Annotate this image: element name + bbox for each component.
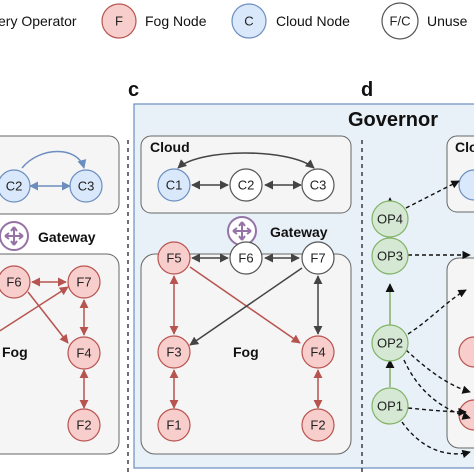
panel-c-node-f3 [157,335,191,369]
panel-b-node-f7 [67,265,101,299]
panel-c-node-f3-label: F3 [166,345,181,360]
panel-c-node-f5-label: F5 [166,251,181,266]
panel-b-edge-c2-c3 [21,150,87,169]
panel-d-map-op2-b [405,349,471,394]
gateway-icon [0,221,29,251]
panel-b-node-f4-label: F4 [76,346,91,361]
panel-d-map-op1-b [401,421,471,459]
panel-c-node-f6-label: F6 [238,251,253,266]
panel-d-node-op2-label: OP2 [377,336,403,351]
panel-c-node-c3 [301,168,335,202]
panel-c-node-f4 [301,335,335,369]
gateway-icon [227,216,257,246]
panel-d-node-op2 [371,324,409,362]
panel-c-node-f7 [301,241,335,275]
panel-b: C2 C3 Gateway F6 F7 F4 F2 Fog [0,135,120,455]
panel-b-node-c2 [0,169,31,203]
panel-d-node-op4 [371,200,409,238]
panel-b-node-f7-label: F7 [76,275,91,290]
panel-c-node-c2 [229,168,263,202]
panel-c-node-f4-label: F4 [310,345,325,360]
legend-fog-label: Fog Node [145,13,207,29]
panel-b-fog-group [0,253,120,455]
panel-c-node-f6 [229,241,263,275]
panel-b-node-c3 [69,169,103,203]
panel-d: d Clo OP4 OP3 OP2 OP1 [361,79,474,459]
governor-title: Governor [348,109,438,131]
panel-c-gateway-label: Gateway [270,224,328,240]
panel-b-node-f6 [0,265,31,299]
panel-c: c Governor Cloud C1 C2 C3 Gateway F5 F6 [128,79,474,469]
panel-c-node-c1 [157,168,191,202]
panel-d-node-op1-label: OP1 [377,399,403,414]
panel-c-edge-c1-c3 [177,152,315,169]
legend-unused-label: Unuse [427,13,468,29]
panel-c-fog-label: Fog [233,344,259,360]
panel-d-map-op2-a [407,289,467,335]
panel-c-node-f5 [157,241,191,275]
panel-b-node-f2 [67,408,101,442]
panel-d-cloud-label: Clo [455,139,474,155]
panel-d-letter: d [361,79,373,101]
panel-d-node-op4-label: OP4 [377,212,403,227]
panel-b-node-f4 [67,336,101,370]
panel-b-node-f6-label: F6 [6,275,21,290]
panel-c-letter: c [128,79,139,101]
legend-unused-symbol-text: F/C [390,14,411,29]
panel-b-node-c3-label: C3 [78,179,95,194]
panel-c-edge-f7-f3 [189,267,303,346]
panel-d-map-op4 [405,180,460,209]
legend-cloud-symbol-text: C [244,14,253,29]
panel-b-node-c2-label: C2 [6,179,23,194]
panel-b-gateway-label: Gateway [38,229,96,245]
panel-d-node-op3 [371,237,409,275]
panel-b-edge-f6-f4 [27,291,69,344]
panel-c-cloud-label: Cloud [150,139,190,155]
legend-query-operator-label: ery Operator [0,13,77,29]
panel-d-node-fog-partial-1 [458,336,474,368]
panel-b-node-f2-label: F2 [76,418,91,433]
panel-c-node-f1 [157,408,191,442]
panel-d-map-op2-c [403,359,471,420]
legend-cloud-node-symbol [231,3,267,39]
panel-b-fog-label: Fog [2,344,28,360]
panel-c-node-c1-label: C1 [166,178,183,193]
panel-c-node-f1-label: F1 [166,418,181,433]
legend-fog-symbol-text: F [115,14,123,29]
legend-cloud-label: Cloud Node [276,13,350,29]
panel-c-node-f2 [301,408,335,442]
panel-d-node-op3-label: OP3 [377,249,403,264]
panel-c-node-c2-label: C2 [238,178,255,193]
panel-d-node-op1 [371,387,409,425]
legend-fog-node-symbol [101,3,137,39]
legend: ery Operator F Fog Node C Cloud Node F/C… [0,2,468,40]
panel-b-edge-to-f7 [0,286,69,332]
panel-c-node-f2-label: F2 [310,418,325,433]
panel-c-node-f7-label: F7 [310,251,325,266]
panel-c-edge-f5-f4 [189,266,301,344]
panel-c-node-c3-label: C3 [310,178,327,193]
panel-d-map-op1-a [407,407,467,417]
legend-unused-node-symbol [381,2,419,40]
